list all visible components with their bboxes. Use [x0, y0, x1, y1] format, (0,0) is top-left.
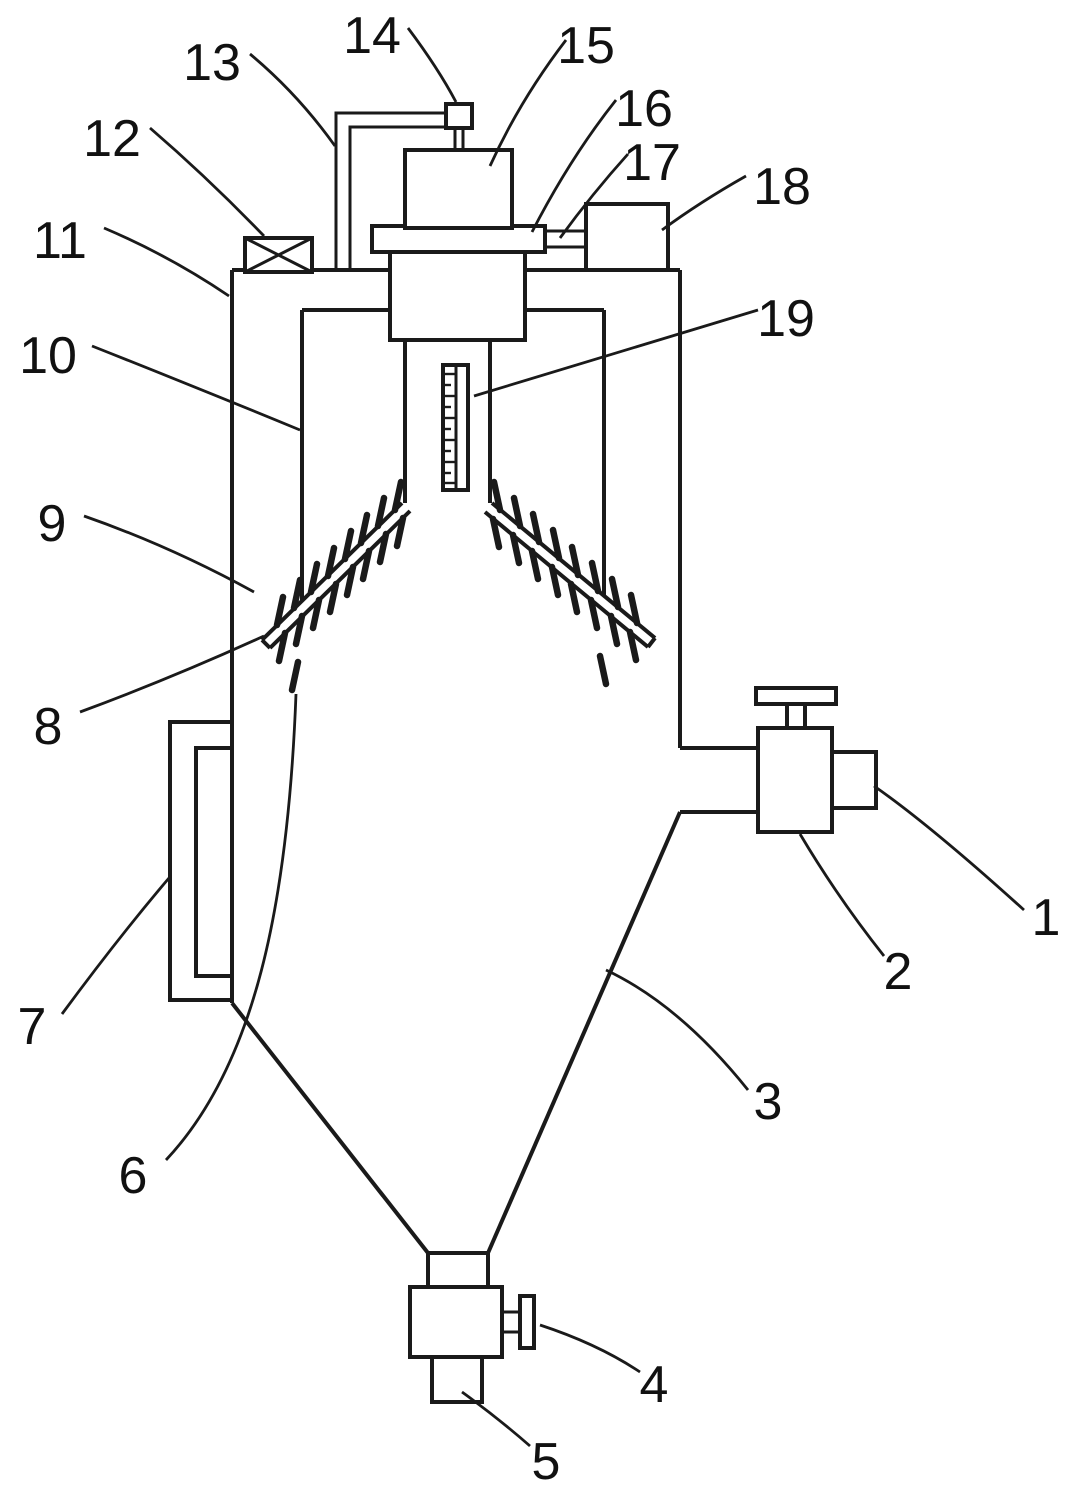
motor-box	[403, 148, 514, 230]
left-baffle	[260, 478, 412, 694]
feed-pipe	[334, 111, 446, 270]
part-label-7: 7	[18, 998, 47, 1056]
part-label-13: 13	[183, 34, 241, 92]
bottom-neck	[426, 1251, 490, 1289]
right-baffle-lower-edge	[483, 510, 650, 649]
feed-pipe-outer	[334, 111, 446, 270]
leader-15	[488, 39, 568, 167]
part-label-19: 19	[757, 290, 815, 348]
part-label-11: 11	[33, 212, 87, 270]
part-label-10: 10	[19, 327, 77, 385]
leader-16	[530, 99, 618, 233]
part-label-18: 18	[753, 158, 811, 216]
leader-12	[149, 126, 266, 237]
leader-6	[164, 693, 298, 1161]
leader-5	[461, 1390, 531, 1448]
leader-2	[798, 833, 886, 957]
part-label-1: 1	[1032, 889, 1061, 947]
leader-3	[605, 968, 750, 1091]
side-handle	[168, 720, 234, 1002]
left-baffle-end-cap	[260, 638, 272, 650]
right-outlet	[680, 686, 878, 834]
left-baffle-bristles-upper	[273, 478, 405, 629]
right-baffle-bristles-lower	[489, 515, 640, 688]
leader-14	[406, 27, 458, 103]
control-box	[584, 202, 670, 272]
part-label-6: 6	[119, 1147, 148, 1205]
scale-ticks	[444, 372, 456, 485]
leader-10	[91, 344, 301, 432]
part-label-15: 15	[557, 17, 615, 75]
leader-7	[60, 877, 171, 1015]
right-baffle-bristles-upper	[490, 478, 641, 627]
leader-17	[558, 153, 630, 239]
leader-1	[873, 784, 1025, 912]
leader-8	[79, 634, 265, 714]
level-scale	[441, 363, 470, 492]
cone-left-wall	[230, 1001, 430, 1255]
part-label-14: 14	[343, 7, 401, 65]
outlet-valve-handle	[754, 686, 838, 706]
part-labels: 1 2 3 4 5 6 7 8 9 10 11 12 13 14 15 16 1…	[18, 7, 1061, 1491]
check-valve-cross	[244, 236, 313, 274]
control-branch	[545, 202, 670, 272]
part-label-17: 17	[623, 134, 681, 192]
spindle-cap	[444, 102, 474, 130]
feed-pipe-inner	[348, 125, 446, 270]
leader-4	[539, 1323, 641, 1374]
leader-19	[473, 308, 759, 398]
spindle-rod	[453, 128, 465, 150]
leader-9	[83, 514, 255, 594]
part-label-16: 16	[615, 80, 673, 138]
part-label-2: 2	[884, 943, 913, 1001]
outlet-pipe-lines	[680, 746, 758, 814]
right-baffle	[483, 478, 657, 688]
cone-right-wall	[486, 811, 682, 1254]
part-label-9: 9	[38, 495, 67, 553]
left-baffle-lower-edge	[268, 509, 412, 650]
bottom-discharge-pipe	[430, 1355, 484, 1404]
shaft-housing	[388, 248, 527, 342]
bottom-valve-body	[408, 1285, 504, 1359]
leader-lines	[60, 27, 1025, 1448]
bottom-valve-stem	[502, 1310, 520, 1334]
branch-pipe	[545, 229, 586, 249]
agitator-column	[403, 340, 492, 503]
leader-13	[249, 52, 337, 147]
handle-inner-cut	[194, 746, 232, 978]
left-baffle-bristles-lower	[275, 514, 407, 694]
leader-18	[661, 174, 747, 232]
part-label-5: 5	[532, 1433, 561, 1491]
bottom-outlet	[408, 1251, 536, 1404]
outlet-valve-body	[756, 726, 834, 834]
part-label-3: 3	[754, 1073, 783, 1131]
check-valve-box	[243, 236, 314, 274]
bottom-valve-handle	[518, 1294, 536, 1350]
outlet-end-flange	[830, 750, 878, 810]
handle-outer	[168, 720, 234, 1002]
part-label-8: 8	[34, 698, 63, 756]
part-label-12: 12	[83, 110, 141, 168]
drive-assembly	[370, 102, 547, 342]
leader-11	[103, 226, 230, 298]
part-label-4: 4	[640, 1356, 669, 1414]
right-baffle-end-cap	[646, 636, 657, 649]
